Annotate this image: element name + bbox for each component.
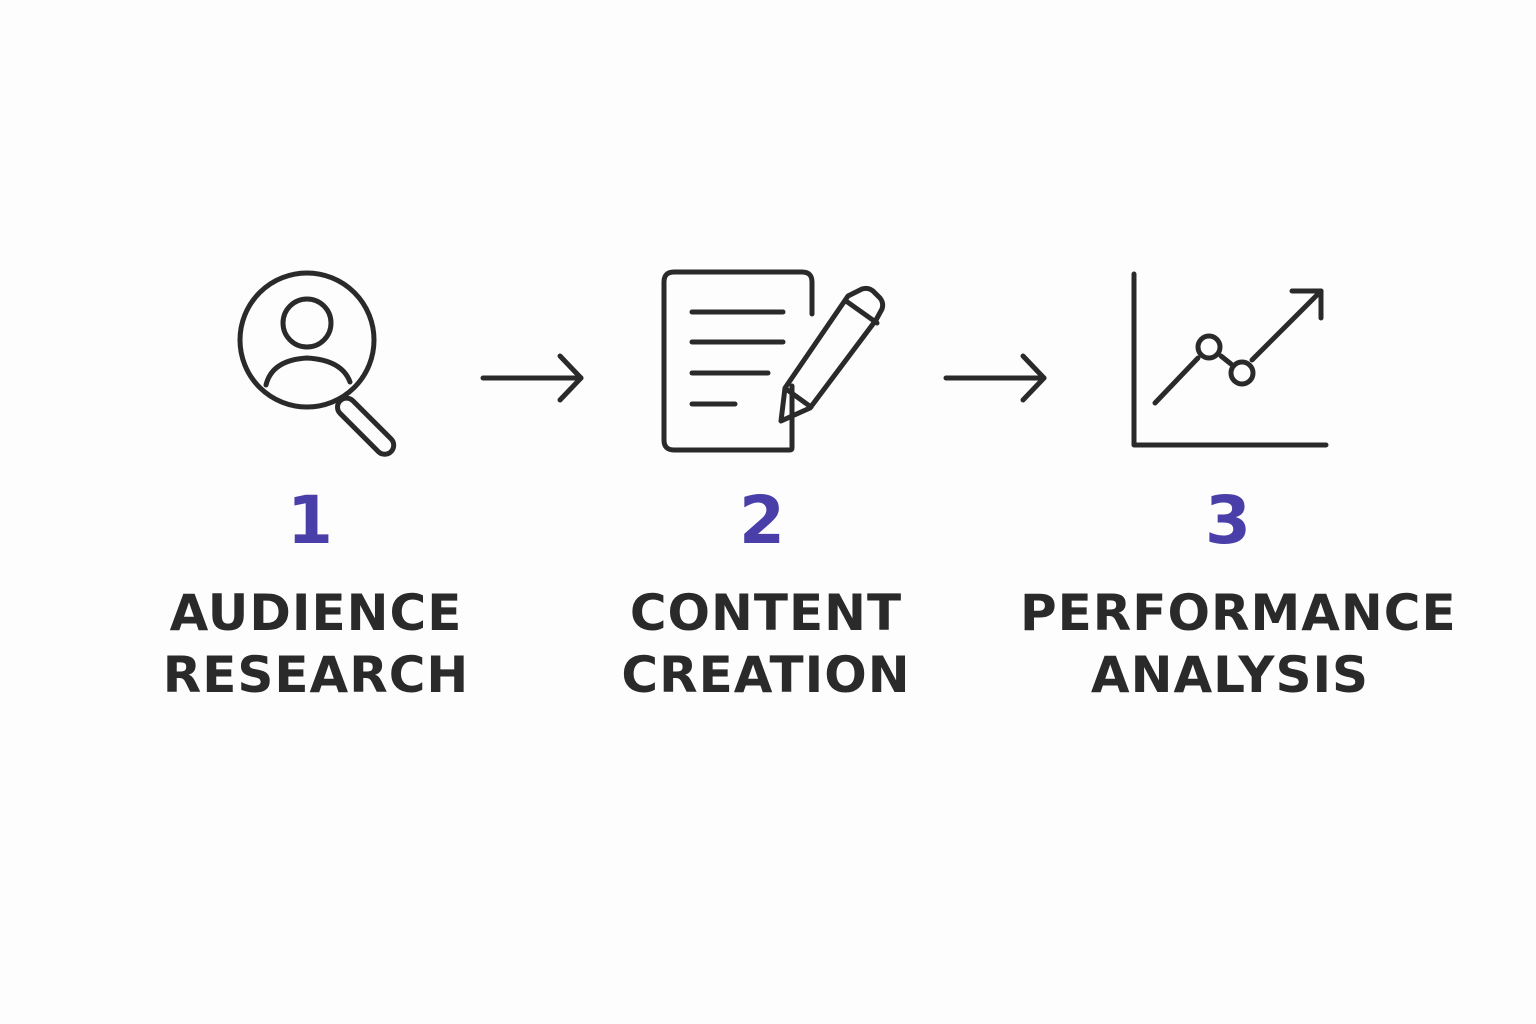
document-sheet [661, 269, 815, 453]
chart-axes [1131, 271, 1329, 448]
chart-arrowhead [1289, 288, 1324, 321]
step-label-2: CONTENT CREATION [556, 582, 976, 706]
step-number-1: 1 [287, 482, 333, 559]
chart-point-1 [1195, 333, 1223, 361]
arrow-right-icon [943, 353, 1047, 403]
step-label-3-line-2: ANALYSIS [1090, 646, 1370, 704]
step-number-3: 3 [1205, 482, 1251, 559]
audience-search-icon [237, 270, 397, 457]
step-label-1: AUDIENCE RESEARCH [106, 582, 526, 706]
step-label-1-line-1: AUDIENCE [169, 584, 463, 642]
step-label-3: PERFORMANCE ANALYSIS [1020, 582, 1457, 706]
step-label-3-line-1: PERFORMANCE [1020, 584, 1457, 642]
arrow-right-icon [480, 353, 584, 403]
person-head [280, 296, 334, 350]
step-label-1-line-2: RESEARCH [162, 646, 470, 704]
step-label-2-line-2: CREATION [621, 646, 911, 704]
pencil-body [778, 285, 886, 424]
step-number-2: 2 [739, 482, 785, 559]
person-shoulders [263, 355, 353, 388]
step-label-2-line-1: CONTENT [629, 584, 903, 642]
document-pencil-icon [661, 269, 886, 453]
magnifier-handle [335, 395, 397, 457]
magnifier-lens [237, 270, 377, 410]
chart-point-2 [1228, 359, 1256, 387]
growth-chart-icon [1131, 271, 1329, 448]
